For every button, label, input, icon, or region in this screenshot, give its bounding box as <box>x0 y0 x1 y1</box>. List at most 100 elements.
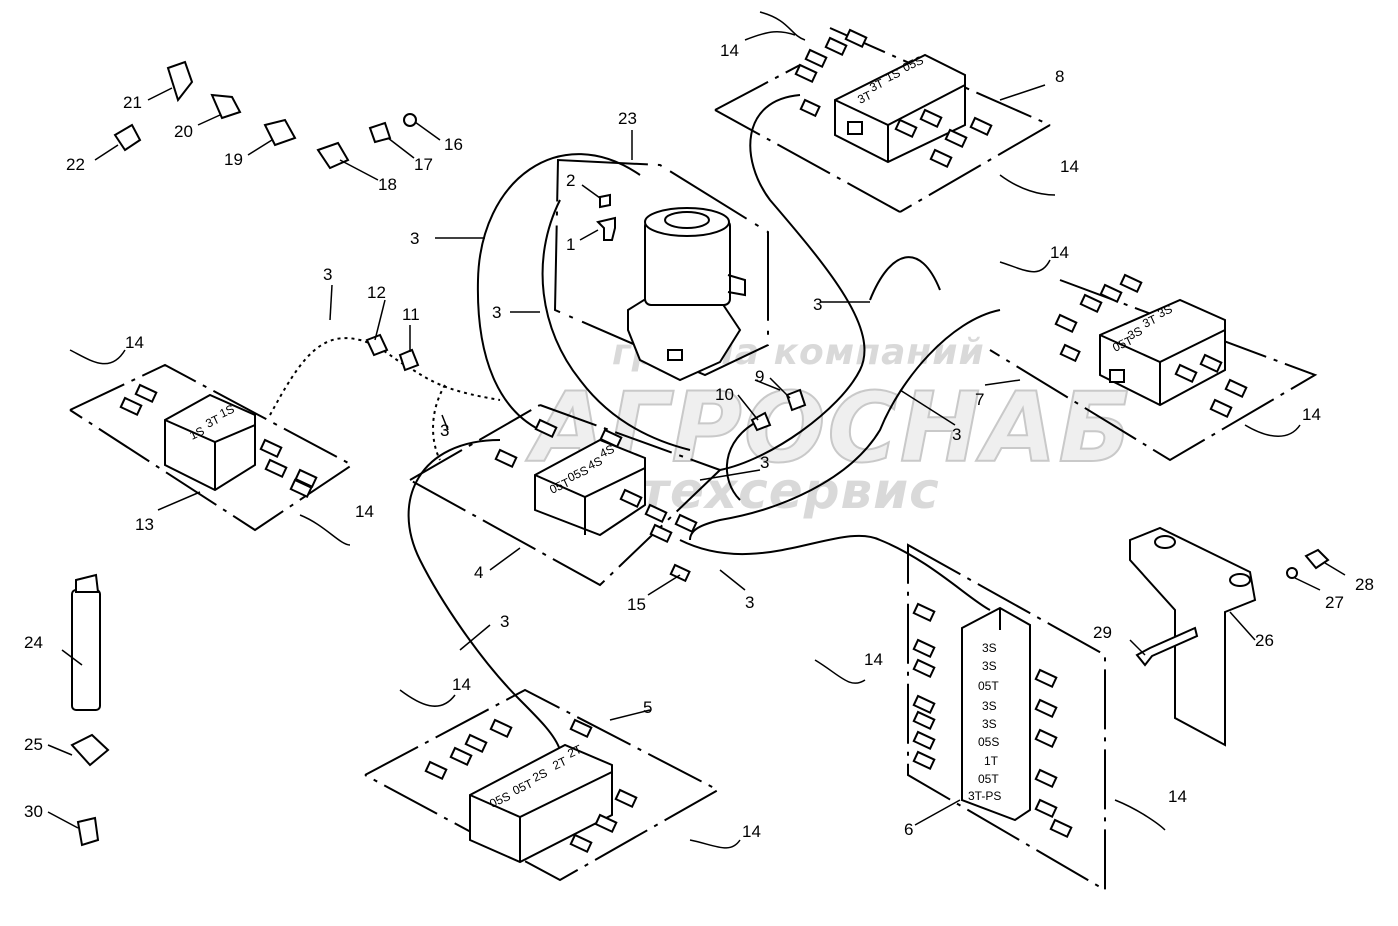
callout-14a: 14 <box>720 41 739 60</box>
fitting-12 <box>365 333 389 357</box>
b5-label-1: 2T <box>550 754 569 773</box>
callout-4: 4 <box>474 563 483 582</box>
group-outlines <box>69 27 1318 892</box>
callout-15: 15 <box>627 595 646 614</box>
callout-16: 16 <box>444 135 463 154</box>
hose-10 <box>726 419 761 501</box>
callout-3c: 3 <box>492 303 501 322</box>
callout-17: 17 <box>414 155 433 174</box>
fitting-17 <box>368 121 392 144</box>
callout-12: 12 <box>367 283 386 302</box>
b6-label-7: 05T <box>978 772 999 786</box>
b6-label-8: 3T-PS <box>968 789 1001 803</box>
callout-3h: 3 <box>745 593 754 612</box>
b8-label-1: 1S <box>883 66 902 85</box>
fitting-18 <box>316 141 350 170</box>
bracket-hole-2 <box>1229 573 1251 587</box>
callout-14g: 14 <box>864 650 883 669</box>
block-13 <box>119 383 318 498</box>
b6-label-5: 05S <box>978 735 999 749</box>
hose-b7 <box>689 309 1001 541</box>
pump-unit <box>596 193 746 382</box>
callout-18: 18 <box>378 175 397 194</box>
block-7-fittings <box>1054 273 1248 418</box>
callout-10: 10 <box>715 385 734 404</box>
fitting-19 <box>263 118 297 147</box>
callout-20: 20 <box>174 122 193 141</box>
b5-label-2: 2S <box>530 766 549 785</box>
outline-b6 <box>907 543 1106 892</box>
b13-label-0: 1S <box>217 402 236 421</box>
hose-pump-left <box>541 199 691 451</box>
outline-b13 <box>69 363 354 532</box>
callout-19: 19 <box>224 150 243 169</box>
block-7 <box>1054 273 1248 418</box>
b8-label-2: 3T <box>867 76 886 95</box>
pump-cap <box>664 211 710 229</box>
pump-grease-nipple-2 <box>599 193 611 209</box>
block-5-fittings <box>424 718 638 853</box>
callout-8: 8 <box>1055 67 1064 86</box>
b6-label-2: 05T <box>978 679 999 693</box>
b7-label-0: 3S <box>1155 302 1174 321</box>
callout-9: 9 <box>755 367 764 386</box>
block-6-fittings <box>912 602 1073 838</box>
outline-b4 <box>409 404 721 587</box>
block-5 <box>424 718 638 864</box>
callout-27: 27 <box>1325 593 1344 612</box>
block-4-fittings <box>494 418 698 583</box>
b4-label-1: 4S <box>585 454 604 473</box>
fitting-25 <box>70 733 110 767</box>
callout-3b: 3 <box>323 265 332 284</box>
callout-3a: 3 <box>410 229 419 248</box>
callout-14b: 14 <box>1060 157 1079 176</box>
pump-bracket <box>727 274 746 297</box>
block-8-fittings <box>794 28 993 168</box>
b6-label-0: 3S <box>982 641 997 655</box>
b6-label-6: 1T <box>984 754 999 768</box>
callout-14e: 14 <box>125 333 144 352</box>
block-6 <box>912 602 1073 838</box>
callout-21: 21 <box>123 93 142 112</box>
block-4 <box>494 418 698 583</box>
b4-label-0: 4S <box>597 442 616 461</box>
b5-label-0: 2T <box>565 742 584 761</box>
outline-pump <box>553 158 769 377</box>
block-label-text: 05S 1S 3T 3T 3S 3T 3S 05T 1S 3T 1S 4S 4S… <box>187 53 1174 811</box>
pump-switch <box>667 349 683 361</box>
fitting-22 <box>113 123 142 152</box>
fitting-9 <box>785 388 807 412</box>
callout-14c: 14 <box>1050 243 1069 262</box>
callout-22: 22 <box>66 155 85 174</box>
leader-lines <box>47 11 1346 849</box>
callout-3e: 3 <box>440 421 449 440</box>
callout-7: 7 <box>975 390 984 409</box>
callout-29: 29 <box>1093 623 1112 642</box>
callout-14h: 14 <box>1168 787 1187 806</box>
callout-1: 1 <box>566 235 575 254</box>
block-8 <box>794 28 993 168</box>
callout-30: 30 <box>24 802 43 821</box>
block-13-fittings <box>119 383 318 498</box>
loose-fittings <box>70 60 1330 847</box>
callout-14i: 14 <box>452 675 471 694</box>
callout-14j: 14 <box>742 822 761 841</box>
callout-5: 5 <box>643 698 652 717</box>
callout-26: 26 <box>1255 631 1274 650</box>
grease-gun-24 <box>71 589 101 711</box>
b6-label-3: 3S <box>982 699 997 713</box>
callout-3g: 3 <box>952 425 961 444</box>
callout-25: 25 <box>24 735 43 754</box>
washer-27 <box>1286 567 1298 579</box>
b7-label-2: 3S <box>1125 324 1144 343</box>
callout-11: 11 <box>402 305 420 324</box>
callout-24: 24 <box>24 633 43 652</box>
callout-23: 23 <box>618 109 637 128</box>
fitting-21 <box>166 60 194 103</box>
b6-label-1: 3S <box>982 659 997 673</box>
bracket-hole-1 <box>1154 535 1176 549</box>
b13-label-1: 3T <box>203 412 222 431</box>
callout-3f: 3 <box>760 453 769 472</box>
